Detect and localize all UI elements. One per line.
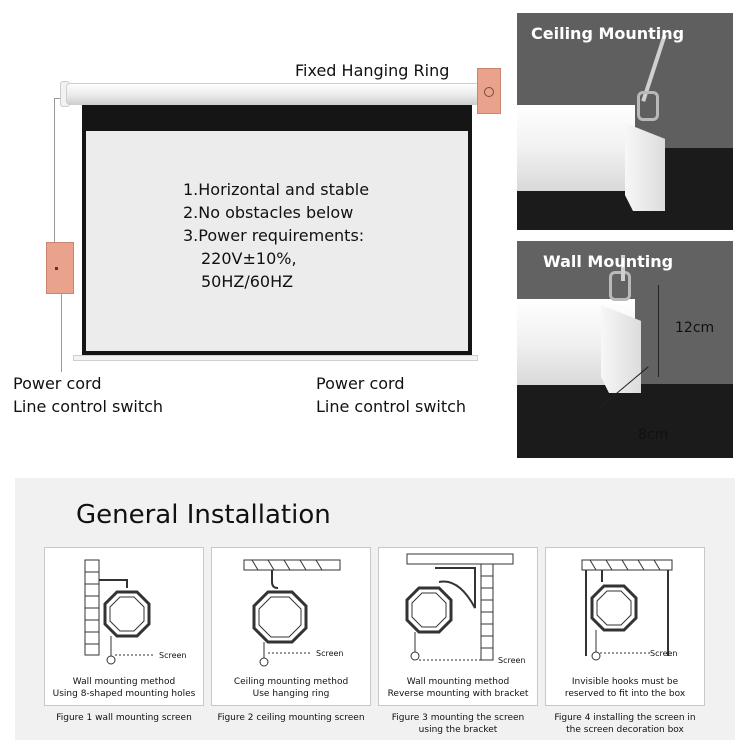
height-dimension-line	[658, 285, 659, 377]
screen-tag: Screen	[316, 649, 344, 658]
power-frequency: 50HZ/60HZ	[201, 272, 294, 291]
screen-bottom-rail	[73, 355, 478, 361]
casing-end-cap	[601, 305, 641, 393]
figure-1-description: Wall mounting method Using 8-shaped moun…	[45, 676, 203, 700]
figure-3-desc-line: Wall mounting method	[406, 677, 510, 687]
figure-1-desc-line: Wall mounting method	[72, 677, 176, 687]
figure-2-desc-line: Ceiling mounting method	[233, 677, 349, 687]
figure-wall-mounting: Screen Wall mounting method Using 8-shap…	[44, 547, 204, 706]
screen-tag: Screen	[650, 649, 678, 658]
power-cord-line	[61, 292, 62, 372]
ceiling-mounting-photo: Ceiling Mounting	[517, 13, 733, 230]
wall-hook	[621, 255, 625, 281]
requirement-item: 2.No obstacles below	[183, 203, 354, 222]
figure-1-caption-line: Figure 1 wall mounting screen	[56, 713, 192, 723]
screen-tag: Screen	[159, 651, 187, 660]
screen-tag: Screen	[498, 656, 526, 665]
figure-4-caption-line: Figure 4 installing the screen in	[554, 713, 696, 723]
requirement-item: 1.Horizontal and stable	[183, 180, 370, 199]
wall-mounting-title: Wall Mounting	[543, 252, 674, 271]
right-cord-label: Power cord	[316, 374, 405, 393]
figure-1-desc-line: Using 8-shaped mounting holes	[52, 689, 196, 699]
bracket-mounting-diagram: Screen	[405, 553, 526, 665]
projector-screen-illustration: 1.Horizontal and stable 2.No obstacles b…	[0, 0, 505, 470]
left-switch-label: Line control switch	[13, 397, 164, 416]
figure-3-caption: Figure 3 mounting the screen using the b…	[368, 712, 548, 736]
screen-casing	[517, 105, 635, 191]
installation-title: General Installation	[76, 500, 331, 530]
figure-3-caption-line: using the bracket	[418, 725, 498, 735]
ceiling-mounting-title: Ceiling Mounting	[531, 24, 685, 43]
figure-2-caption-line: Figure 2 ceiling mounting screen	[217, 713, 365, 723]
figure-2-description: Ceiling mounting method Use hanging ring	[212, 676, 370, 700]
right-switch-label: Line control switch	[316, 397, 467, 416]
control-switch-highlight	[46, 242, 74, 294]
figure-2-caption: Figure 2 ceiling mounting screen	[201, 712, 381, 724]
casing-end-cap	[625, 123, 665, 211]
figure-bracket-mounting: Screen Wall mounting method Reverse moun…	[378, 547, 538, 706]
ceiling-mounting-diagram: Screen	[243, 559, 344, 667]
power-cord-line	[54, 98, 55, 248]
requirement-item: 3.Power requirements:	[183, 226, 365, 245]
depth-dimension-label: 8cm	[638, 427, 669, 443]
photo-background	[517, 384, 733, 458]
power-voltage: 220V±10%,	[201, 249, 297, 268]
wall-mounting-photo: Wall Mounting	[517, 241, 733, 458]
figure-4-caption: Figure 4 installing the screen in the sc…	[535, 712, 715, 736]
wall-mounting-diagram: Screen	[84, 559, 187, 665]
mounting-bracket	[609, 271, 631, 301]
decoration-box-diagram: Screen	[581, 559, 678, 661]
figure-4-description: Invisible hooks must be reserved to fit …	[546, 676, 704, 700]
figure-ceiling-mounting: Screen Ceiling mounting method Use hangi…	[211, 547, 371, 706]
screen-case	[66, 83, 486, 105]
height-dimension-label: 12cm	[675, 320, 715, 336]
figure-4-caption-line: the screen decoration box	[566, 725, 684, 735]
figure-2-desc-line: Use hanging ring	[252, 689, 330, 699]
figure-1-caption: Figure 1 wall mounting screen	[34, 712, 214, 724]
figure-4-desc-line: reserved to fit into the box	[564, 689, 686, 699]
figure-3-description: Wall mounting method Reverse mounting wi…	[379, 676, 537, 700]
mounting-bracket	[637, 91, 659, 121]
figure-3-caption-line: Figure 3 mounting the screen	[391, 713, 525, 723]
left-cord-label: Power cord	[13, 374, 102, 393]
screen-surface	[86, 131, 468, 351]
installation-requirements: 1.Horizontal and stable 2.No obstacles b…	[183, 178, 369, 293]
figure-decoration-box: Screen Invisible hooks must be reserved …	[545, 547, 705, 706]
ring-label: Fixed Hanging Ring	[295, 61, 450, 80]
figure-4-desc-line: Invisible hooks must be	[571, 677, 679, 687]
hanging-ring-highlight	[477, 68, 501, 114]
figure-3-desc-line: Reverse mounting with bracket	[387, 689, 529, 699]
